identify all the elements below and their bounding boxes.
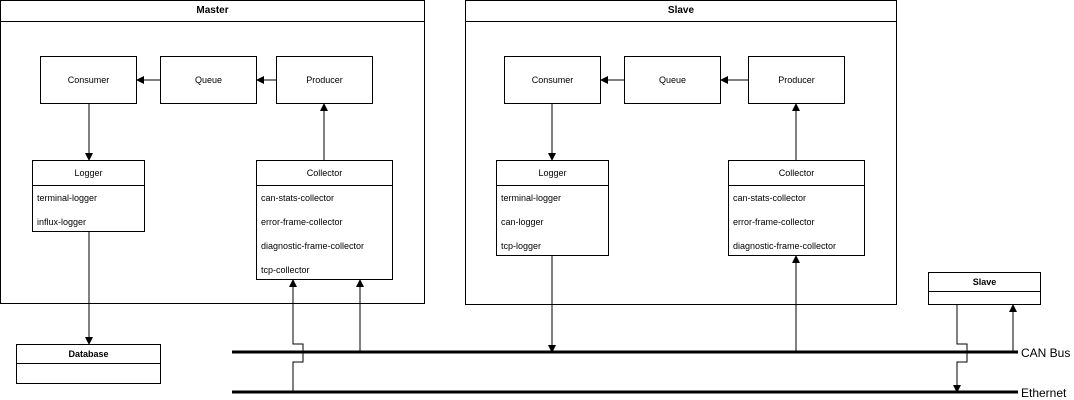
master-collector-item: can-stats-collector bbox=[261, 193, 335, 203]
slave-title: Slave bbox=[466, 1, 896, 22]
slave-node-box: Slave bbox=[928, 272, 1041, 305]
master-logger-item: terminal-logger bbox=[37, 193, 98, 203]
ethernet-to-master-collector-arrow bbox=[289, 279, 304, 392]
master-logger-item: influx-logger bbox=[37, 217, 87, 227]
master-collector-item: tcp-collector bbox=[261, 265, 310, 275]
master-logger-title: Logger bbox=[33, 161, 144, 186]
slave-logger-title: Logger bbox=[497, 161, 608, 186]
slave-consumer-box: Consumer bbox=[504, 56, 601, 104]
slave-collector-title: Collector bbox=[729, 161, 864, 186]
master-title: Master bbox=[1, 1, 424, 22]
database-title: Database bbox=[17, 345, 160, 364]
slave-queue-box: Queue bbox=[624, 56, 721, 104]
master-collector-item: error-frame-collector bbox=[261, 217, 343, 227]
slave-producer-box: Producer bbox=[748, 56, 845, 104]
slave-collector-box: Collector can-stats-collector error-fram… bbox=[728, 160, 865, 256]
master-logger-box: Logger terminal-logger influx-logger bbox=[32, 160, 145, 232]
slave-logger-item: terminal-logger bbox=[501, 193, 562, 203]
master-collector-item: diagnostic-frame-collector bbox=[261, 241, 365, 251]
can-bus-label: CAN Bus bbox=[1021, 346, 1071, 360]
slave-logger-box: Logger terminal-logger can-logger tcp-lo… bbox=[496, 160, 609, 256]
slave-collector-item: diagnostic-frame-collector bbox=[733, 241, 837, 251]
master-collector-title: Collector bbox=[257, 161, 392, 186]
slave-collector-item: can-stats-collector bbox=[733, 193, 807, 203]
master-collector-box: Collector can-stats-collector error-fram… bbox=[256, 160, 393, 280]
database-box: Database bbox=[16, 344, 161, 384]
slave-node-to-ethernet-arrow bbox=[953, 305, 968, 393]
slave-collector-item: error-frame-collector bbox=[733, 217, 815, 227]
slave-logger-item: can-logger bbox=[501, 217, 544, 227]
slave-logger-item: tcp-logger bbox=[501, 241, 542, 251]
slave-node-title: Slave bbox=[929, 273, 1040, 292]
ethernet-label: Ethernet bbox=[1021, 386, 1067, 400]
